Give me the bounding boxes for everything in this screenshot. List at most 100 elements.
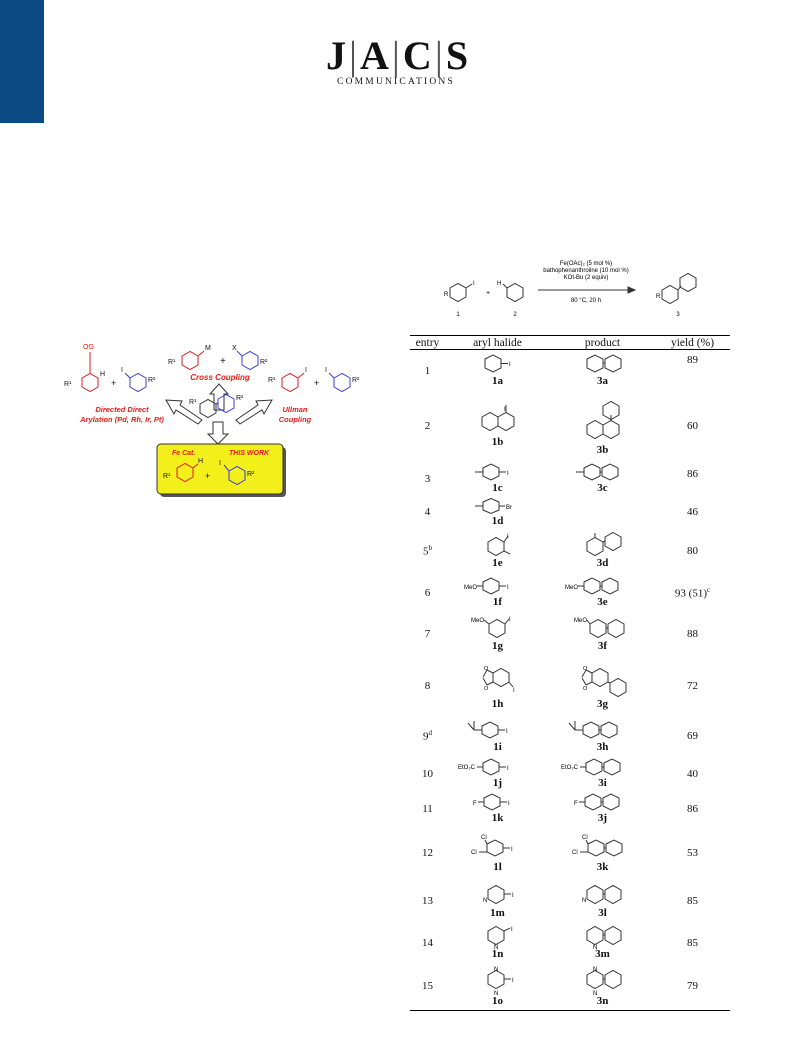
iodo-label: I [511, 927, 513, 933]
journal-side-tab [0, 0, 44, 123]
iodo-label: I [504, 407, 506, 413]
table-row: 1 I 1a 3a 89 [410, 350, 730, 392]
product-id: 3e [597, 596, 608, 608]
directed-arylation-reactants: OG H R¹ + I R² Directed Direct Arylation… [64, 344, 164, 424]
halide-cell: I 1e [445, 527, 550, 575]
iodo-label: I [509, 362, 511, 368]
plus-sign: + [205, 471, 210, 481]
iodo-label: I [512, 978, 514, 984]
halide-id: 1e [492, 557, 503, 569]
iodo-label: I [507, 534, 509, 540]
r-label: R [656, 294, 661, 300]
entry-cell: 7 [410, 611, 445, 657]
halide-x-label: X [232, 345, 237, 352]
condition-ligand: bathophenanthroline (10 mol %) [543, 268, 628, 274]
product-cell: 3b [550, 392, 655, 460]
yield-cell: 80 [655, 527, 730, 575]
halide-id: 1m [490, 907, 505, 919]
product-cell: 3h [550, 715, 655, 757]
yield-value: 85 [687, 936, 698, 949]
fluoro-label: F [574, 801, 578, 807]
nitrogen-label: N [593, 967, 597, 973]
chloro-label: Cl [481, 835, 487, 841]
halide-id: 1f [492, 596, 503, 608]
halide-id: 1g [492, 640, 503, 652]
entry-cell: 2 [410, 392, 445, 460]
yield-value: 72 [687, 679, 698, 692]
entry-cell: 5b [410, 527, 445, 575]
entry-cell: 6 [410, 575, 445, 611]
yield-cell: 46 [655, 498, 730, 527]
yield-value: 40 [687, 767, 698, 780]
yield-value: 79 [687, 980, 698, 993]
product-cell: MeO 3e [550, 575, 655, 611]
nitrogen-label: N [593, 945, 597, 949]
product-cell: F 3j [550, 791, 655, 827]
entry-footnote: d [428, 728, 433, 737]
product-id: 3m [595, 948, 610, 960]
entry-cell: 4 [410, 498, 445, 527]
logo-letter-a: A [360, 33, 390, 78]
product-cell: 3d [550, 527, 655, 575]
ullman-label-line1: Ullman [282, 405, 307, 414]
yield-cell: 85 [655, 879, 730, 923]
table-row: 2 I 1b 3b 60 [410, 392, 730, 460]
h-label: H [100, 371, 105, 378]
product-cell: 3a [550, 350, 655, 392]
entry-number: 3 [424, 472, 431, 485]
compound-number-2: 2 [513, 312, 517, 318]
yield-cell: 86 [655, 791, 730, 827]
arrow-up-icon [208, 383, 230, 411]
yield-cell: 69 [655, 715, 730, 757]
halide-id: 1i [493, 741, 502, 753]
halide-id: 1k [491, 812, 504, 824]
halide-cell: I 1a [445, 350, 550, 392]
table-header-row: entry aryl halide product yield (%) [410, 335, 730, 350]
plus-sign: + [220, 356, 226, 367]
ester-label: EtO₂C [561, 765, 579, 771]
chloro-label: Cl [471, 850, 477, 856]
product-id: 3j [597, 812, 608, 824]
iodine-label: I [325, 367, 327, 374]
header-product: product [550, 335, 655, 350]
arrow-down-icon [206, 421, 230, 445]
methoxy-label: MeO [565, 585, 578, 591]
h-label: H [198, 458, 203, 465]
entry-cell: 1 [410, 350, 445, 392]
fluoro-label: F [473, 801, 477, 807]
entry-number: 1 [424, 364, 431, 377]
product-id: 3g [597, 698, 608, 710]
ullman-label-line2: Coupling [279, 415, 312, 424]
bromo-label: Br [506, 505, 512, 511]
condition-base: KOt-Bu (2 equiv) [564, 275, 609, 281]
entry-cell: 8 [410, 657, 445, 715]
nitrogen-label: N [494, 967, 498, 973]
product-id: 3f [597, 640, 608, 652]
iodine-label: I [305, 367, 307, 374]
table-row: 3 I 1c 3c 86 [410, 460, 730, 498]
r1-label: R¹ [64, 381, 72, 388]
yield-cell: 89 [655, 350, 730, 392]
product-id: 3b [596, 444, 609, 456]
halide-id: 1h [491, 698, 504, 710]
iodo-label: I [507, 585, 509, 591]
yield-value: 69 [687, 729, 698, 742]
yield-footnote: c [706, 585, 711, 594]
ester-label: EtO₂C [458, 765, 476, 771]
product-cell: N 3m [550, 923, 655, 963]
product-id: 3i [598, 777, 607, 789]
yield-cell: 40 [655, 757, 730, 791]
coupling-scheme: M R¹ + X R² Cross Coupling OG H R¹ + I R… [62, 338, 377, 500]
halide-cell: I 1i [445, 715, 550, 757]
r2-label: R² [148, 377, 156, 384]
logo-letter-j: J [326, 33, 347, 78]
nitrogen-label: N [582, 898, 586, 904]
